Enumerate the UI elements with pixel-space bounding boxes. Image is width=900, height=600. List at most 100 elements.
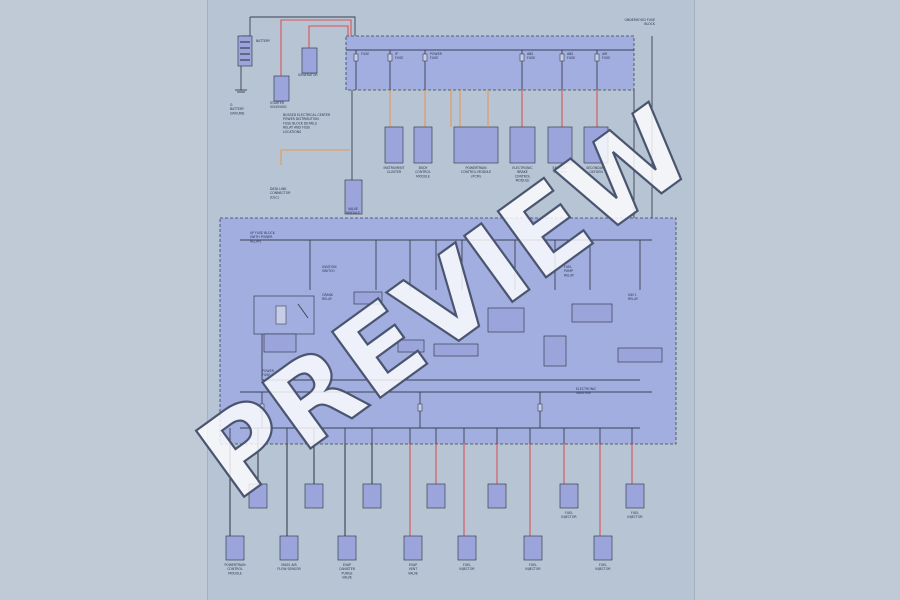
underhood-fuse-block-title-line: BLOCK <box>644 22 656 26</box>
fuse-label-line: ABS <box>527 52 533 56</box>
bussed-electrical-note-line: FUSE BLOCK DETAILS <box>283 121 317 125</box>
fuse-symbol <box>422 53 428 62</box>
component-label-line: MODULE <box>516 179 530 183</box>
bottom-component-label-line: POWERTRAIN <box>224 563 246 567</box>
starter-label-line: SOLENOID <box>270 105 287 109</box>
component-3 <box>453 126 499 164</box>
fuse-label: FUSE <box>361 52 369 56</box>
valve-module-label-line: VALVE <box>348 207 358 211</box>
component-label-line: CONTROL <box>515 174 531 178</box>
fuel-pump-relay-label-line: FUEL <box>564 265 572 269</box>
fuse-symbol <box>559 53 565 62</box>
ip-fuse-block-title-line: RELAY) <box>250 239 261 243</box>
bottom-component-1 <box>225 535 245 561</box>
component-label-line: MODULE <box>416 174 430 178</box>
starter-solenoid <box>273 75 290 102</box>
crank-relay-label-line: RELAY <box>322 297 332 301</box>
ignition-switch <box>263 333 297 353</box>
ground-label-line: BATTERY <box>230 107 244 111</box>
fuse-label-line: FUSE <box>567 56 575 60</box>
underhood-fuse-block-title-line: UNDERHOOD FUSE <box>625 18 656 22</box>
component-label-line: BODY <box>419 166 428 170</box>
generator-output-wire <box>308 25 349 48</box>
bottom-component-9 <box>559 483 579 509</box>
component-label-line: OXYGEN <box>553 170 567 174</box>
bottom-component-6 <box>523 535 543 561</box>
mid-relay-6 <box>571 303 613 323</box>
power-fuse-label-line: POWER <box>262 369 275 373</box>
battery-label-line: BATTERY <box>256 39 270 43</box>
battery-cable <box>241 17 251 37</box>
ign1-relay-label-line: IGN 1 <box>628 293 637 297</box>
bottom-component-label-line: CANISTER <box>339 567 356 571</box>
bottom-component-label-line: VENT <box>409 567 418 571</box>
bottom-component-label-line: PURGE <box>342 571 353 575</box>
power-fuse-label-line: FUSE <box>262 373 270 377</box>
starter-label-line: STARTER <box>270 101 285 105</box>
bussed-electrical-note-line: LOCATIONS <box>283 130 301 134</box>
fuse-row-symbol <box>417 403 423 412</box>
bottom-component-label-line: FLOW SENSOR <box>277 567 301 571</box>
bottom-component-label-line: INJECTOR <box>459 567 475 571</box>
ip-fuse-block-title-line: (WITH POWER <box>250 235 273 239</box>
fuse-label-line: FUSE <box>602 56 610 60</box>
bottom-component-4 <box>403 535 423 561</box>
mid-relay-3 <box>433 343 479 357</box>
data-link-note-line: (DLC) <box>270 195 279 199</box>
component-label-line: INSTRUMENT <box>384 166 405 170</box>
bottom-component-3 <box>337 535 357 561</box>
bottom-component-label-line: INJECTOR <box>627 515 643 519</box>
bottom-component-7 <box>593 535 613 561</box>
bottom-component-8 <box>625 483 645 509</box>
valve-module-label-line: MODULE <box>346 211 360 215</box>
fuse-label-line: FUSE <box>361 52 369 56</box>
bottom-component-label-line: VALVE <box>342 576 352 580</box>
secondary-component <box>487 483 507 509</box>
bottom-component-label-line: FUEL <box>463 563 471 567</box>
bussed-electrical-note-line: POWER DISTRIBUTION <box>283 117 319 121</box>
bottom-component-label-line: FUEL <box>599 563 607 567</box>
component-2 <box>413 126 433 164</box>
fuse-label-line: ABS <box>567 52 573 56</box>
starter-feed-wire <box>280 19 352 76</box>
bussed-electrical-note-line: RELAY AND FUSE <box>283 126 310 130</box>
data-link-note-line: DATA LINK <box>270 187 287 191</box>
fuse-row-symbol <box>537 403 543 412</box>
relay-coil <box>275 305 287 325</box>
bottom-component-label-line: INJECTOR <box>525 567 541 571</box>
generator <box>301 47 318 74</box>
bussed-electrical-note-line: BUSSED ELECTRICAL CENTER <box>283 113 331 117</box>
bottom-component-label-line: FUEL <box>529 563 537 567</box>
mid-relay-4 <box>487 307 525 333</box>
mid-relay-7 <box>617 347 663 363</box>
bottom-component-label-line: MODULE <box>228 571 242 575</box>
bottom-component-label-line: INJECTOR <box>595 567 611 571</box>
fuel-pump-relay-label-line: RELAY <box>564 273 574 277</box>
component-label-line: (PCM) <box>471 174 480 178</box>
component-1 <box>384 126 404 164</box>
bottom-component-5 <box>457 535 477 561</box>
fuse-label-line: FUSE <box>527 56 535 60</box>
mid-relay-2 <box>397 339 425 353</box>
